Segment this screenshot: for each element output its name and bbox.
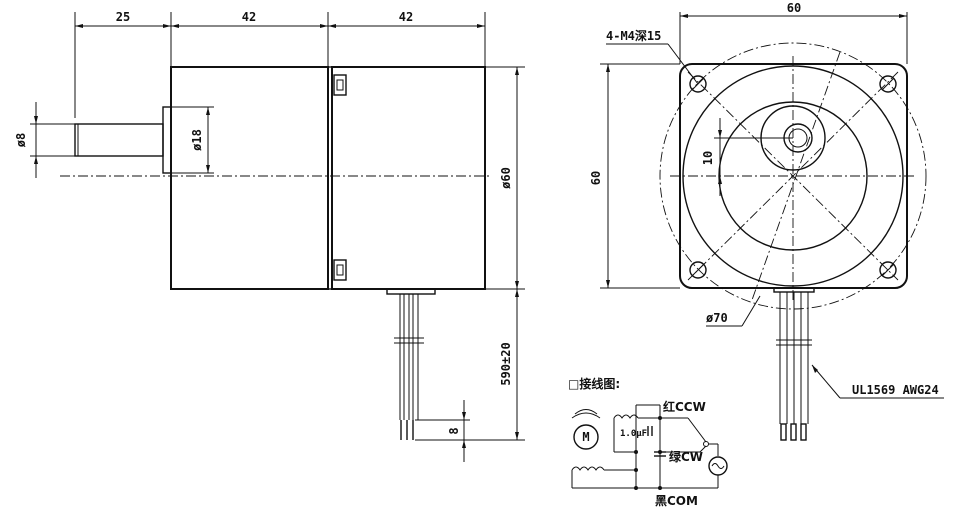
side-view: 25 42 42 ø8 ø18 bbox=[14, 10, 525, 462]
dim-lead-length: 590±20 bbox=[499, 342, 513, 385]
front-lead-exit bbox=[773, 287, 815, 293]
dim-strip-length: 8 bbox=[447, 427, 461, 434]
gearbox-body bbox=[170, 66, 329, 290]
wiring-title: □接线图: bbox=[568, 376, 620, 391]
housing-clip-top bbox=[333, 74, 347, 96]
pcd-circle bbox=[659, 42, 927, 310]
front-view: 60 60 bbox=[589, 1, 944, 441]
dim-motor-length: 42 bbox=[399, 10, 413, 24]
motor-symbol-label: M bbox=[582, 430, 589, 444]
wire-spec-label: UL1569 AWG24 bbox=[852, 383, 939, 397]
motor-body bbox=[331, 66, 486, 290]
motor-symbol bbox=[573, 424, 599, 450]
dim-shaft-length: 25 bbox=[116, 10, 130, 24]
dim-gear-length: 42 bbox=[242, 10, 256, 24]
capacitor-label: 1.0μF bbox=[620, 429, 647, 439]
dim-front-width: 60 bbox=[787, 1, 801, 15]
dim-boss-dia: ø18 bbox=[190, 129, 204, 151]
black-wire-label: 黑COM bbox=[655, 494, 698, 508]
dim-offset: 10 bbox=[701, 151, 715, 165]
output-shaft bbox=[74, 123, 164, 157]
dim-front-height: 60 bbox=[589, 171, 603, 185]
dim-pcd: ø70 bbox=[706, 311, 728, 325]
wiring-diagram: □接线图: M 1.0μF bbox=[568, 376, 728, 508]
red-wire-label: 红CCW bbox=[663, 399, 706, 414]
dim-body-height: ø60 bbox=[499, 167, 513, 189]
green-wire-label: 绿CW bbox=[669, 449, 703, 464]
housing-clip-bottom bbox=[333, 259, 347, 281]
screw-hole-label: 4-M4深15 bbox=[606, 28, 661, 43]
dim-shaft-dia: ø8 bbox=[14, 133, 28, 147]
lead-exit-grommet bbox=[386, 288, 436, 295]
shaft-boss bbox=[162, 106, 172, 174]
